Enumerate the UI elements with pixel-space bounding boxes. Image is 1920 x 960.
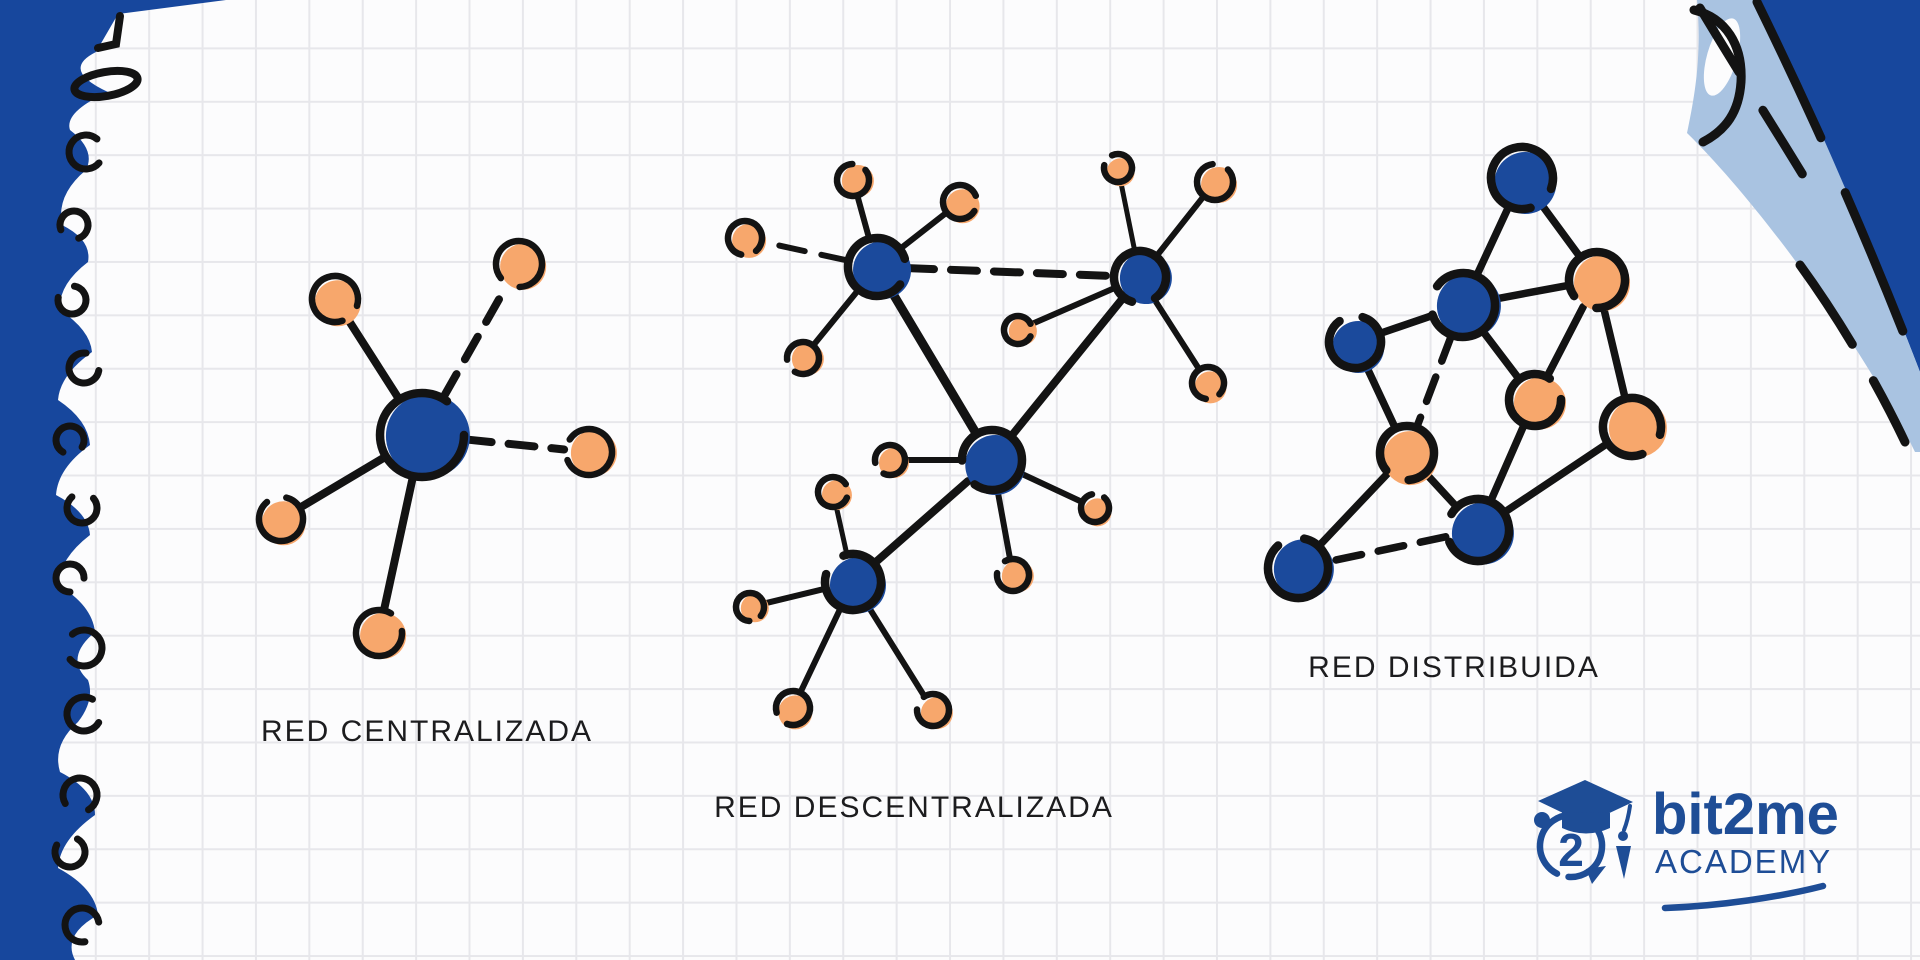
edge <box>1118 181 1137 253</box>
node-ring <box>814 473 852 511</box>
node-ring <box>1598 393 1666 461</box>
node-ring <box>492 237 546 291</box>
edge <box>1473 204 1512 278</box>
network-decentralized <box>724 150 1238 730</box>
edge <box>1029 285 1118 327</box>
page-corner-fold <box>1687 0 1920 452</box>
node-ring <box>1188 363 1228 403</box>
edge <box>903 264 1117 280</box>
network-distributed <box>1263 142 1667 603</box>
edge <box>1154 194 1206 259</box>
edge <box>798 606 844 694</box>
node-blue <box>1494 151 1557 214</box>
tassel-knot <box>1618 831 1628 841</box>
node-ring <box>1564 247 1630 313</box>
node-ring <box>833 160 873 200</box>
node-ring <box>1426 268 1500 342</box>
network-label-decentralized: RED DESCENTRALIZADA <box>714 791 1114 824</box>
logo-underline-swoosh <box>1661 882 1827 912</box>
edge <box>1008 294 1127 440</box>
logo-academy-text: ACADEMY <box>1655 843 1833 880</box>
edge <box>439 281 511 401</box>
node-ring <box>562 425 616 479</box>
node-ring <box>871 441 909 479</box>
node-ring <box>375 388 469 482</box>
node-ring <box>1324 311 1386 373</box>
edge <box>344 316 403 402</box>
edge <box>1152 297 1202 371</box>
edge <box>1537 200 1583 260</box>
network-label-centralized: RED CENTRALIZADA <box>260 715 594 748</box>
edge <box>865 604 927 698</box>
edge <box>994 488 1013 561</box>
edge <box>461 435 569 454</box>
edge <box>1501 440 1610 516</box>
edge <box>1544 302 1587 379</box>
node-ring <box>1193 160 1237 204</box>
edge <box>854 194 872 241</box>
edge <box>811 288 861 348</box>
network-label-distributed: RED DISTRIBUIDA <box>1308 651 1600 684</box>
edge <box>1422 470 1460 510</box>
network-diagrams <box>255 142 1667 730</box>
spiral-binding <box>0 0 226 960</box>
node-ring <box>732 589 768 625</box>
node-ring <box>783 338 823 378</box>
edge <box>297 453 389 511</box>
edge <box>898 210 949 251</box>
orbit-arrowhead <box>1586 866 1606 884</box>
tassel-icon <box>1616 846 1631 879</box>
node-blue <box>385 394 470 479</box>
node-ring <box>1000 312 1036 348</box>
node-ring <box>957 425 1027 495</box>
edge <box>1377 312 1435 337</box>
node-ring <box>724 217 766 259</box>
orbit-dot <box>1534 812 1550 828</box>
node-ring <box>308 272 362 326</box>
edge <box>1018 470 1084 505</box>
node-ring <box>772 687 814 729</box>
edge <box>1492 281 1572 303</box>
network-centralized <box>255 237 617 660</box>
edge <box>380 473 417 613</box>
edge <box>1600 305 1629 401</box>
node-ring <box>1375 421 1439 485</box>
edge <box>1363 363 1399 431</box>
node-ring <box>1263 533 1333 603</box>
graduation-cap-base <box>1562 812 1610 834</box>
node-ring <box>352 606 406 660</box>
node-ring <box>1504 369 1566 431</box>
node-ring <box>1486 142 1558 214</box>
node-ring <box>1442 494 1514 566</box>
tassel-cord <box>1622 804 1632 832</box>
node-ring <box>255 493 307 545</box>
edge <box>1413 333 1455 430</box>
edge <box>888 289 981 438</box>
node-ring <box>993 555 1033 595</box>
node-orange <box>1608 399 1667 458</box>
node-ring <box>820 549 886 615</box>
logo-brand-text: bit2me <box>1652 782 1839 847</box>
node-ring <box>939 181 981 223</box>
logo-badge-number: 2 <box>1558 824 1584 876</box>
edge <box>1479 328 1522 382</box>
node-ring <box>1109 246 1171 308</box>
node-ring <box>1100 150 1136 186</box>
edge <box>834 506 849 556</box>
bit2me-logo-icon <box>1534 780 1827 912</box>
edge <box>1325 533 1450 566</box>
node-orange <box>314 280 361 327</box>
edge <box>762 586 827 607</box>
edge <box>1487 421 1528 504</box>
edge <box>1316 470 1391 549</box>
node-ring <box>843 233 911 301</box>
node-ring <box>913 690 953 730</box>
edge <box>760 239 850 264</box>
node-ring <box>1077 490 1113 526</box>
edge <box>871 477 972 567</box>
